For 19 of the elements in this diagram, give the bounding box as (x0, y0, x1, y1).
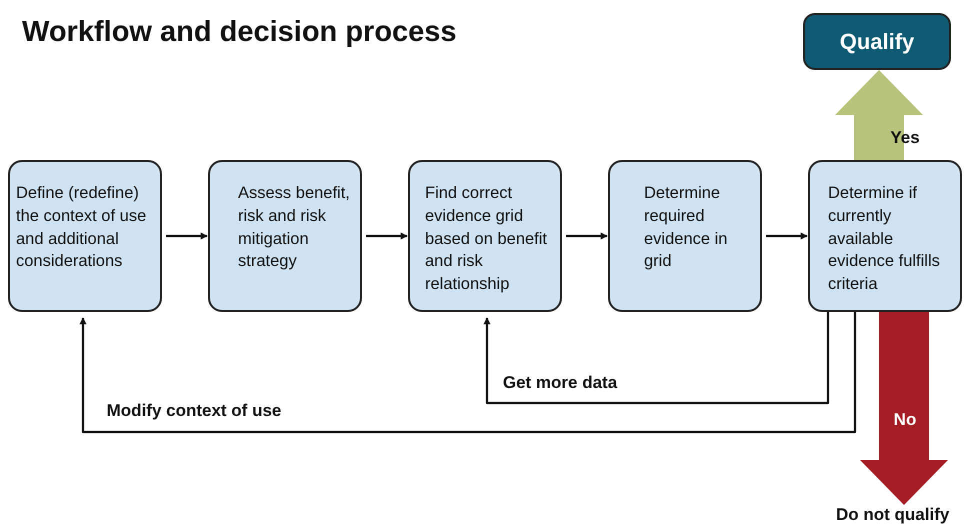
title: Workflow and decision process (22, 16, 457, 49)
arrow (484, 312, 830, 404)
arrow (80, 312, 856, 434)
arrow (566, 232, 608, 240)
arrow (366, 232, 408, 240)
arrow (766, 232, 808, 240)
process-box: Determine required evidence in grid (608, 160, 762, 312)
outcome-text: Do not qualify (836, 505, 968, 527)
process-box: Assess benefit, risk and risk mitigation strategy (208, 160, 362, 312)
process-box: Find correct evidence grid based on benefit and risk relationship (408, 160, 562, 312)
block-arrow (835, 70, 923, 160)
process-box: Define (redefine) the context of use and additional considerations (8, 160, 162, 312)
arrow (166, 232, 208, 240)
edge-label: Modify context of use (106, 401, 282, 421)
edge-label: Get more data (502, 373, 618, 393)
process-box: Determine if currently available evidence fulfills criteria (808, 160, 962, 312)
outcome-box: Qualify (803, 13, 951, 70)
block-arrow (860, 312, 948, 505)
edge-label: No (894, 410, 916, 430)
